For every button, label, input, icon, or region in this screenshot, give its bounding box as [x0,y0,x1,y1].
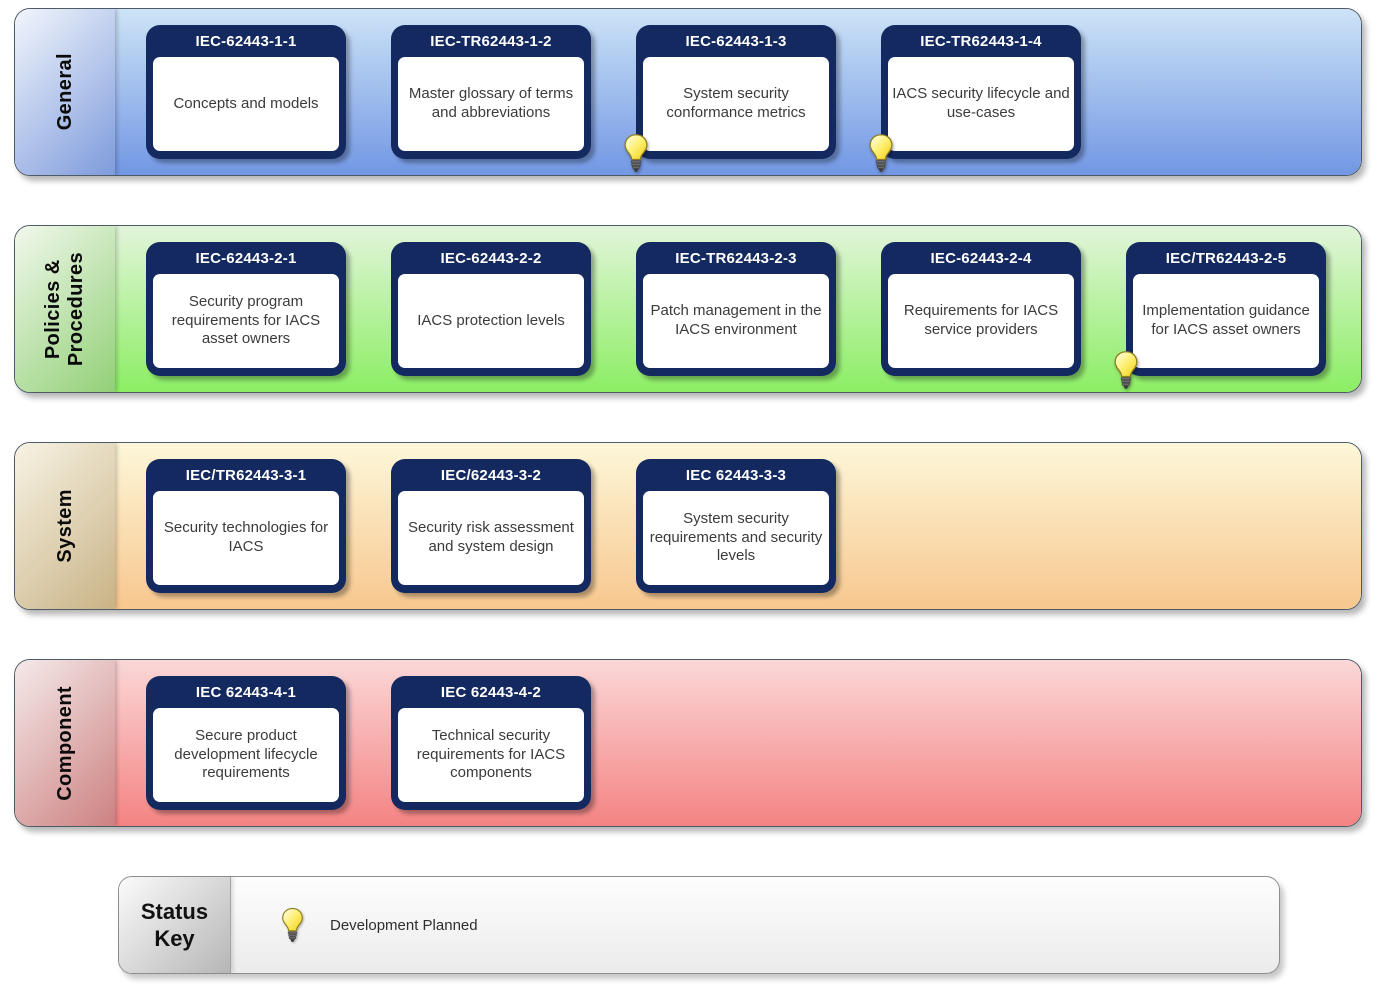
standard-title: Security technologies for IACS [153,491,339,585]
standard-code: IEC 62443-4-2 [440,684,542,701]
standard-card: IEC-62443-2-2 IACS protection levels [391,242,591,376]
category-label: General [15,9,115,175]
standard-title: System security requirements and securit… [643,491,829,585]
standard-card: IEC-TR62443-1-4 IACS security lifecycle … [869,25,1081,172]
category-band-body: IEC/TR62443-3-1 Security technologies fo… [115,443,1361,609]
category-label: Component [15,660,115,826]
standard-card: IEC-62443-1-3 System security conformanc… [624,25,836,172]
category-label-text: Policies & Procedures [42,251,87,367]
category-band-body: IEC-62443-2-1 Security program requireme… [115,226,1361,392]
standard-title: Implementation guidance for IACS asset o… [1133,274,1319,368]
category-label-text: System [53,489,76,563]
category-band-body: IEC-62443-1-1 Concepts and models IEC-TR… [115,9,1361,175]
standard-card: IEC-62443-1-1 Concepts and models [146,25,346,159]
category-label-text: Component [53,685,76,801]
standard-title: Concepts and models [153,57,339,151]
standard-card: IEC/TR62443-3-1 Security technologies fo… [146,459,346,593]
standard-code: IEC-62443-2-4 [930,250,1032,267]
standard-code: IEC-62443-1-3 [685,33,787,50]
standard-card: IEC-62443-2-1 Security program requireme… [146,242,346,376]
standard-title: Secure product development lifecycle req… [153,708,339,802]
standard-card: IEC 62443-4-2 Technical security require… [391,676,591,810]
standard-title: System security conformance metrics [643,57,829,151]
lightbulb-icon [866,133,896,173]
category-band-system: System IEC/TR62443-3-1 Security technolo… [14,442,1362,610]
standard-code: IEC-TR62443-2-3 [675,250,797,267]
standard-title: Patch management in the IACS environment [643,274,829,368]
category-band-component: Component IEC 62443-4-1 Secure product d… [14,659,1362,827]
status-key-panel: Status Key Development Planned [118,876,1280,974]
standard-code: IEC-62443-2-2 [440,250,542,267]
standard-card: IEC/TR62443-2-5 Implementation guidance … [1114,242,1326,389]
status-key-body: Development Planned [231,877,1279,973]
category-label: System [15,443,115,609]
status-key-label: Status Key [119,877,231,973]
lightbulb-icon [279,907,306,943]
standard-code: IEC-62443-2-1 [195,250,297,267]
category-label: Policies & Procedures [15,226,115,392]
standard-code: IEC-TR62443-1-4 [920,33,1042,50]
standard-code: IEC 62443-3-3 [685,467,787,484]
category-band-body: IEC 62443-4-1 Secure product development… [115,660,1361,826]
standard-card: IEC-TR62443-2-3 Patch management in the … [636,242,836,376]
lightbulb-icon [621,133,651,173]
category-bands: General IEC-62443-1-1 Concepts and model… [14,8,1382,827]
standard-code: IEC/TR62443-2-5 [1165,250,1287,267]
standard-title: Master glossary of terms and abbreviatio… [398,57,584,151]
standard-card: IEC-TR62443-1-2 Master glossary of terms… [391,25,591,159]
standard-card: IEC/62443-3-2 Security risk assessment a… [391,459,591,593]
status-key-item-text: Development Planned [330,916,478,934]
standard-title: IACS security lifecycle and use-cases [888,57,1074,151]
standard-title: Technical security requirements for IACS… [398,708,584,802]
category-band-policies-procedures: Policies & Procedures IEC-62443-2-1 Secu… [14,225,1362,393]
standard-code: IEC/62443-3-2 [440,467,542,484]
standard-code: IEC/TR62443-3-1 [185,467,307,484]
standard-code: IEC-62443-1-1 [195,33,297,50]
standard-card: IEC-62443-2-4 Requirements for IACS serv… [881,242,1081,376]
standard-card: IEC 62443-3-3 System security requiremen… [636,459,836,593]
standard-title: Requirements for IACS service providers [888,274,1074,368]
status-key-label-text: Status Key [140,898,209,952]
standard-title: Security program requirements for IACS a… [153,274,339,368]
standard-card: IEC 62443-4-1 Secure product development… [146,676,346,810]
standard-title: IACS protection levels [398,274,584,368]
standard-title: Security risk assessment and system desi… [398,491,584,585]
lightbulb-icon [1111,350,1141,390]
category-label-text: General [53,53,76,131]
standard-code: IEC 62443-4-1 [195,684,297,701]
standard-code: IEC-TR62443-1-2 [430,33,552,50]
category-band-general: General IEC-62443-1-1 Concepts and model… [14,8,1362,176]
